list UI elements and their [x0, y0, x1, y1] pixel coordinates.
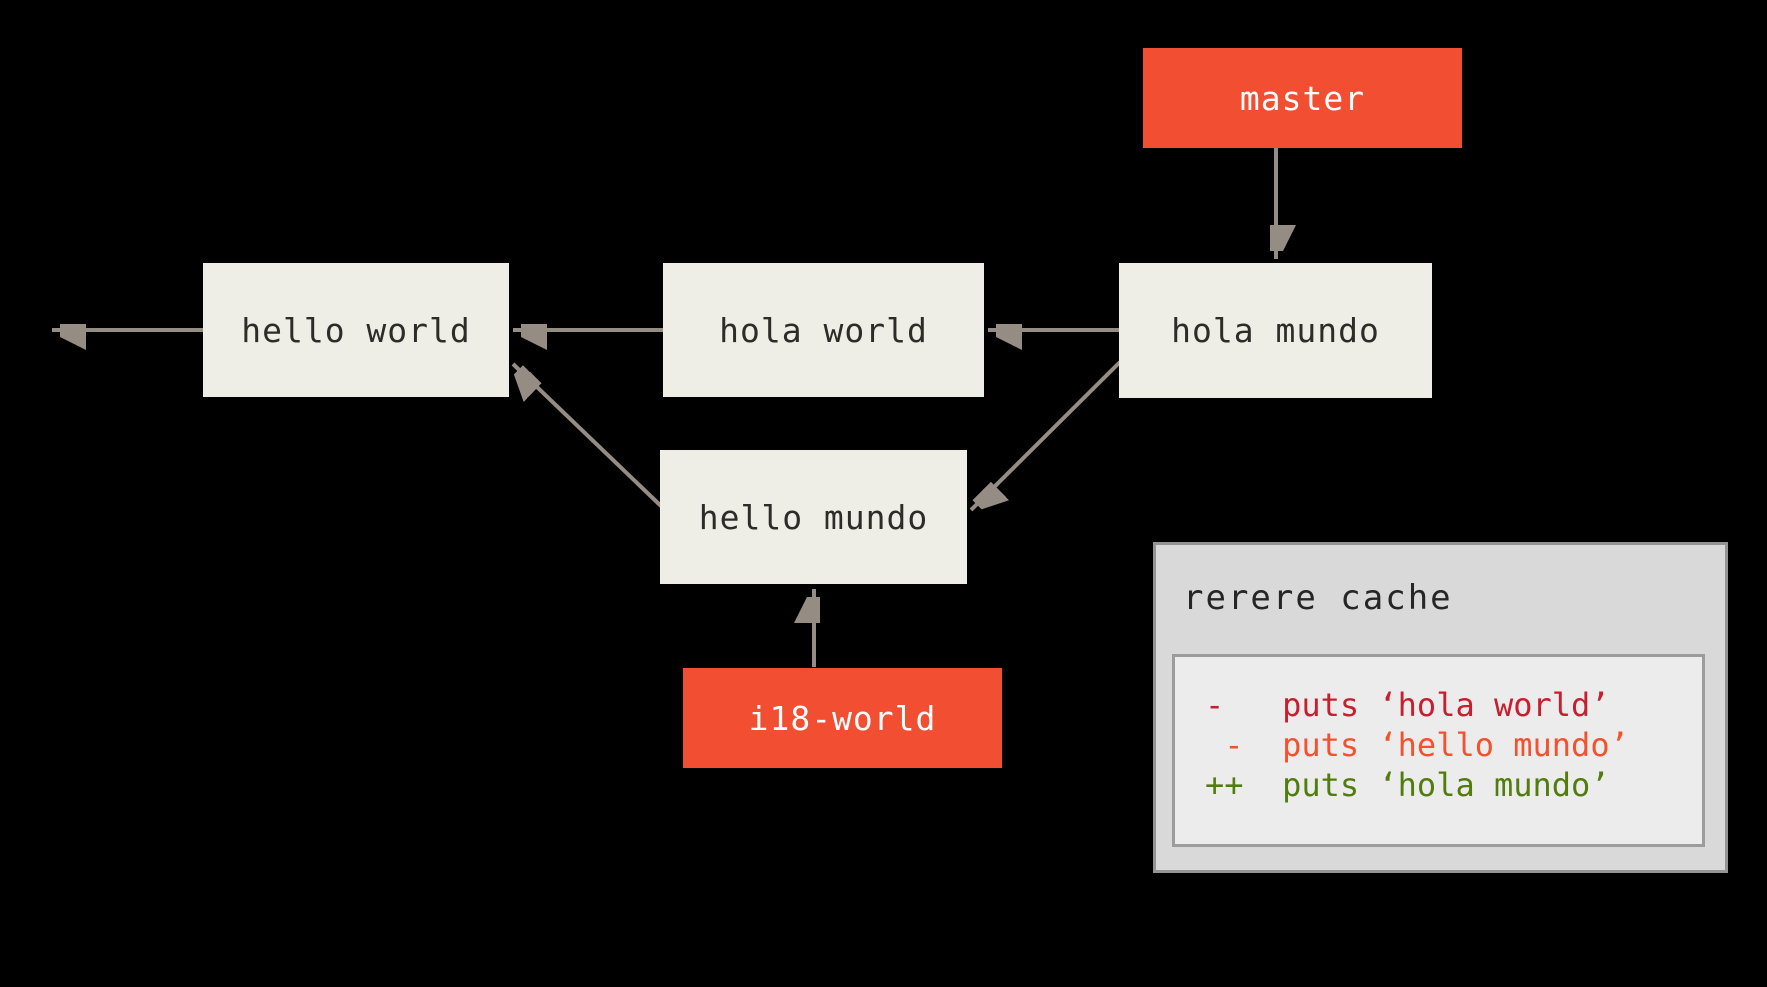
diff-line-removed-theirs: - puts ‘hello mundo’: [1205, 726, 1629, 764]
commit-hola-mundo: hola mundo: [1119, 263, 1432, 398]
commit-hello-world-label: hello world: [241, 310, 471, 350]
rerere-cache-diff-box: - puts ‘hola world’ - puts ‘hello mundo’…: [1172, 654, 1705, 847]
commit-hello-mundo-label: hello mundo: [698, 497, 929, 537]
rerere-cache-panel: rerere cache - puts ‘hola world’ - puts …: [1153, 542, 1728, 873]
commit-hello-world: hello world: [203, 263, 509, 397]
commit-hola-world-label: hola world: [719, 310, 928, 350]
commit-hello-mundo: hello mundo: [660, 450, 967, 584]
branch-label-master-text: master: [1239, 78, 1366, 118]
arrow-hola-mundo-to-hello-mundo: [969, 360, 1122, 510]
diff-line-added: ++ puts ‘hola mundo’: [1205, 766, 1610, 804]
commit-hola-mundo-label: hola mundo: [1171, 311, 1380, 350]
arrow-hello-mundo-to-hello-world: [513, 362, 663, 508]
branch-label-master: master: [1143, 48, 1462, 148]
branch-label-i18-world: i18-world: [683, 668, 1002, 768]
branch-label-i18-world-text: i18-world: [748, 698, 937, 738]
diff-line-removed-ours: - puts ‘hola world’: [1205, 686, 1610, 724]
commit-hola-world: hola world: [663, 263, 984, 397]
rerere-cache-title: rerere cache: [1183, 578, 1453, 618]
